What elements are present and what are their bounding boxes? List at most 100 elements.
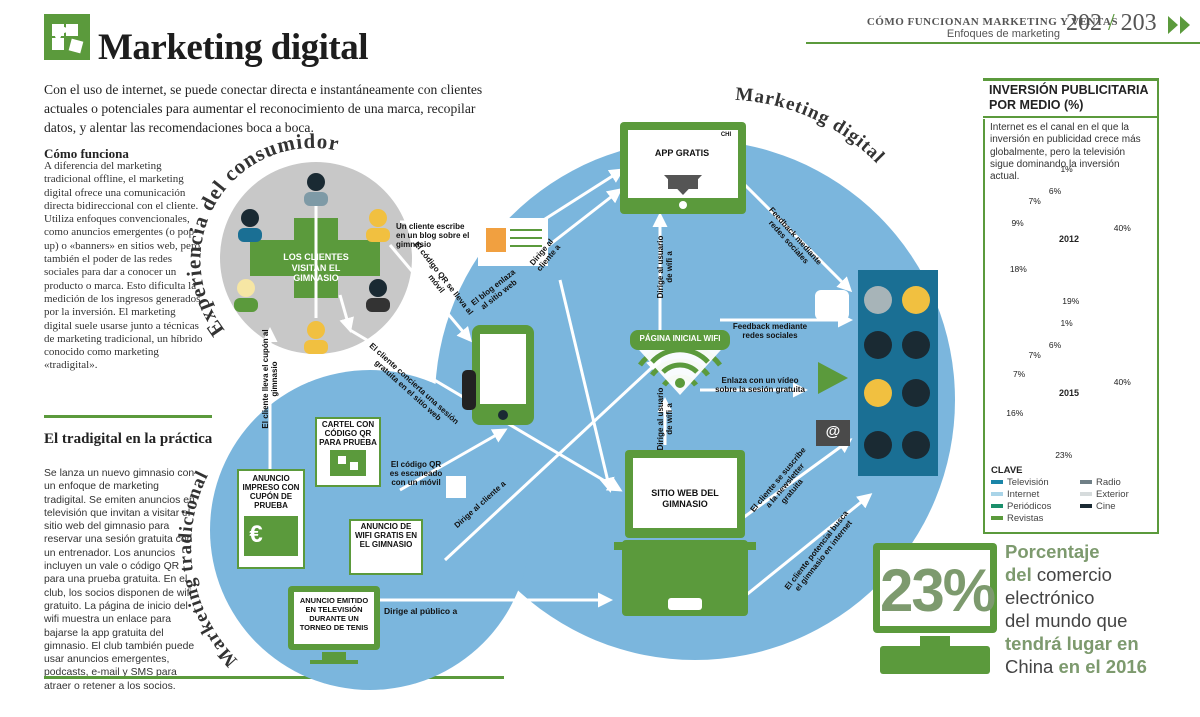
page-separator: / [1108, 10, 1115, 36]
arrow-label-qr-scan: El código QR es escaneado con un móvil [389, 460, 443, 487]
key-swatch [1080, 480, 1092, 485]
mobile-phone [462, 325, 534, 425]
app-brand-label: CHI [720, 132, 732, 138]
consumer-person-icons [234, 173, 390, 354]
key-item-newspapers: Periódicos [991, 501, 1071, 513]
email-at-symbol: @ [825, 423, 841, 440]
email-icon [816, 420, 850, 446]
clients-visit-label: LOS CLIENTES VISITAN EL GIMNASIO [283, 252, 349, 283]
page-left: 202 [1066, 10, 1102, 36]
page-right: 203 [1120, 10, 1157, 36]
stat-caption-l5: tendrá lugar en [1005, 633, 1139, 654]
donut-slice-label: 18% [1009, 263, 1027, 274]
sidebar-heading-rule [983, 116, 1157, 118]
stat-caption-l1: Porcentaje [1005, 541, 1100, 562]
puzzle-logo-icon [44, 14, 90, 60]
qr-poster [315, 417, 381, 487]
laptop [614, 450, 756, 616]
blog-document [478, 218, 548, 266]
donut-year-label: 2012 [1058, 234, 1080, 244]
qr-poster-label: CARTEL CON CÓDIGO QR PARA PRUEBA [319, 420, 377, 447]
key-swatch [991, 480, 1003, 485]
stat-monitor [873, 543, 997, 674]
wifi-bubble [630, 340, 730, 395]
wifi-home-label: PÁGINA INICIAL WIFI [639, 334, 721, 343]
key-swatch [1080, 504, 1092, 509]
arrow-label-wifi-top: Dirige al usuario de wifi a [656, 235, 674, 299]
key-title: CLAVE [991, 465, 1023, 476]
key-item-cinema: Cine [1080, 501, 1150, 513]
arrow-label-blog: Un cliente escribe en un blog sobre el g… [396, 222, 470, 249]
section-divider [44, 415, 212, 418]
donut-slice-label: 40% [1113, 376, 1131, 387]
key-item-magazines: Revistas [991, 513, 1071, 525]
stat-caption-l6a: China [1005, 656, 1054, 677]
key-item-outdoor: Exterior [1080, 489, 1150, 501]
page-numbers: 202 / 203 [1066, 10, 1157, 37]
wifi-ad-label: ANUNCIO DE WIFI GRATIS EN EL GIMNASIO [354, 522, 418, 549]
donut-slice-label: 23% [1055, 449, 1073, 460]
how-body: A diferencia del marketing tradicional o… [44, 160, 203, 372]
sidebar-heading-box: INVERSIÓN PUBLICITARIA POR MEDIO (%) [983, 78, 1157, 119]
play-icon [818, 362, 848, 394]
arrow-label-feedback-mid: Feedback mediante redes sociales [732, 322, 808, 340]
donut-slice-label: 7% [1012, 368, 1026, 379]
key-swatch [991, 516, 1003, 521]
tv [288, 586, 380, 664]
tradigital-body: Se lanza un nuevo gimnasio con un enfoqu… [44, 468, 195, 692]
arrow-label-video: Enlaza con un vídeo sobre la sesión grat… [715, 376, 805, 394]
tv-ad-label: ANUNCIO EMITIDO EN TELEVISIÓN DURANTE UN… [299, 596, 369, 632]
wifi-ad [349, 519, 423, 575]
donut-slice-label: 6% [1048, 185, 1062, 196]
stat-caption-l2a: del [1005, 564, 1032, 585]
arrow-label-directs-public: Dirige al público a [384, 606, 458, 616]
stat-caption-l6b: en el 2016 [1058, 656, 1147, 677]
website-label: SITIO WEB DEL GIMNASIO [651, 488, 719, 509]
social-feed [858, 270, 938, 476]
arrow-label-coupon-carry: El cliente lleva el cupón al gimnasio [261, 329, 279, 429]
sidebar-heading: INVERSIÓN PUBLICITARIA POR MEDIO (%) [989, 83, 1149, 112]
key-item-radio: Radio [1080, 477, 1150, 489]
donut-slice-label: 6% [1048, 339, 1062, 350]
coupon-ad-label: ANUNCIO IMPRESO CON CUPÓN DE PRUEBA [242, 474, 300, 510]
intro-text: Con el uso de internet, se puede conecta… [44, 82, 483, 135]
qr-scan-square [446, 476, 466, 498]
key-item-internet: Internet [991, 489, 1071, 501]
header-rule [806, 42, 1200, 44]
donut-slice-label: 7% [1028, 349, 1041, 360]
sidebar-box [983, 78, 1159, 534]
stat-caption: Porcentaje del comercio electrónico del … [1005, 540, 1175, 678]
bottom-rule [44, 676, 504, 679]
key-item-television: Televisión [991, 477, 1071, 489]
donut-slice-label: 9% [1011, 217, 1024, 228]
running-head: CÓMO FUNCIONAN MARKETING Y VENTAS [866, 16, 1118, 28]
stat-caption-l4: del mundo que [1005, 610, 1128, 631]
donut-slice-label: 40% [1113, 222, 1131, 233]
donut-slice-label: 16% [1006, 407, 1024, 418]
app-free-label: APP GRATIS [654, 148, 710, 158]
thumbs-up-icon [815, 290, 849, 320]
sidebar-text: Internet es el canal en el que la invers… [990, 122, 1141, 183]
donut-slice-label: 1% [1060, 164, 1073, 175]
stat-caption-l2b: comercio [1036, 564, 1112, 585]
page-title: Marketing digital [98, 27, 369, 68]
arrow-label-wifi-bottom: Dirige al usuario de wifi a [656, 387, 674, 451]
donut-slice-label: 1% [1060, 318, 1073, 329]
stat-value: 23% [880, 557, 996, 624]
coupon-euro-symbol: € [249, 521, 263, 548]
social-avatars [864, 286, 930, 459]
app-monitor [620, 122, 746, 214]
donut-year-label: 2015 [1058, 388, 1080, 398]
running-subhead: Enfoques de marketing [946, 28, 1060, 40]
stat-caption-l3: electrónico [1005, 587, 1095, 608]
how-heading: Cómo funciona [44, 146, 129, 161]
tradigital-heading: El tradigital en la práctica [44, 431, 213, 447]
next-arrows-icon [1166, 14, 1196, 41]
key-swatch [1080, 492, 1092, 497]
key-swatch [991, 492, 1003, 497]
key-col-left: Televisión Internet Periódicos Revistas [991, 477, 1071, 525]
key-col-right: Radio Exterior Cine [1080, 477, 1150, 513]
key-swatch [991, 504, 1003, 509]
donut-slice-label: 7% [1028, 195, 1041, 206]
coupon-ad [237, 469, 305, 569]
